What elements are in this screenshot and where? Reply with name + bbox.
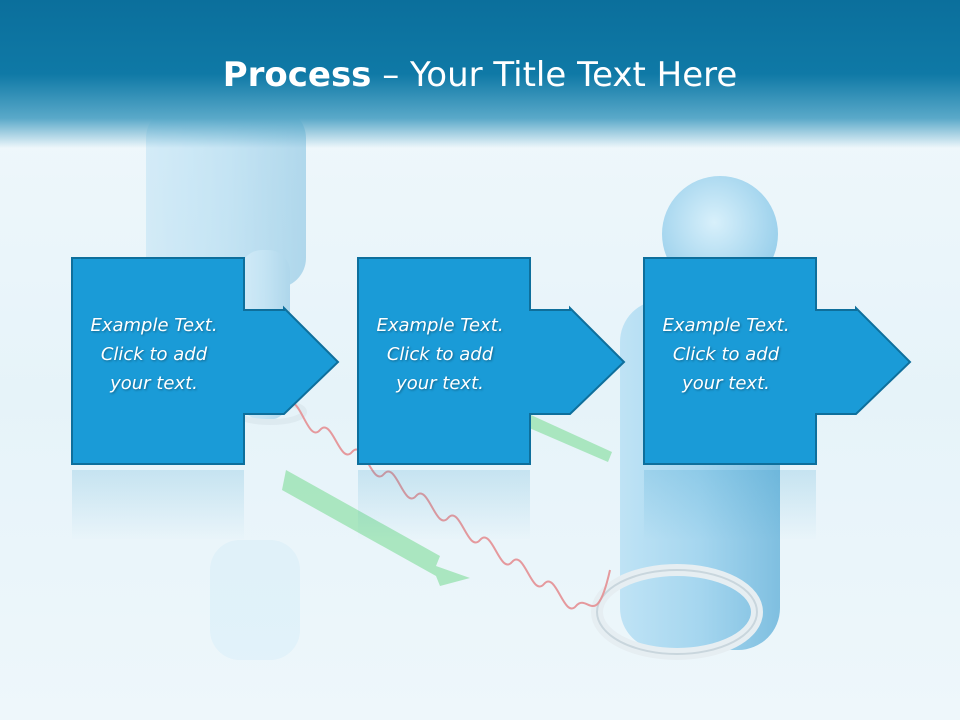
process-step-3[interactable]: Example Text. Click to add your text. — [640, 256, 922, 468]
step-3-reflection — [644, 470, 816, 540]
slide-title[interactable]: Process – Your Title Text Here — [0, 52, 960, 98]
title-bold: Process — [222, 55, 372, 95]
spring — [287, 401, 611, 610]
step-2-reflection — [358, 470, 530, 540]
step-text[interactable]: Example Text. Click to add your text. — [376, 315, 504, 394]
arrow-box-shape — [357, 257, 626, 465]
process-step-1[interactable]: Example Text. Click to add your text. — [68, 256, 350, 468]
arrow-box-shape — [71, 257, 340, 465]
step-1-reflection — [72, 470, 244, 540]
step-text[interactable]: Example Text. Click to add your text. — [90, 315, 218, 394]
process-step-2[interactable]: Example Text. Click to add your text. — [354, 256, 636, 468]
green-arrows — [282, 410, 612, 586]
title-rest: – Your Title Text Here — [371, 55, 738, 95]
step-text[interactable]: Example Text. Click to add your text. — [662, 315, 790, 394]
arrow-box-shape — [643, 257, 912, 465]
title-bar — [0, 0, 960, 148]
